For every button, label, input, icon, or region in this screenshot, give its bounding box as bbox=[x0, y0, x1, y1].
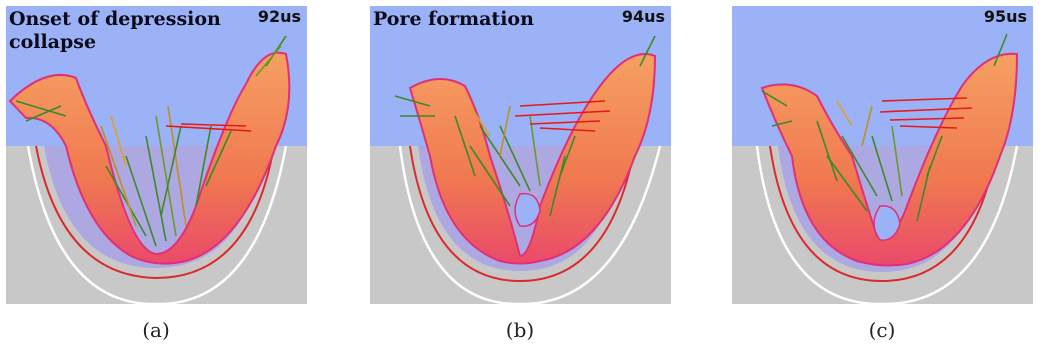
isotherm-outer bbox=[755, 145, 1019, 304]
timestamp-label: 92us bbox=[257, 7, 301, 26]
melt-pool-boundary bbox=[769, 145, 998, 283]
flow-vectors bbox=[761, 33, 1008, 222]
simulation-frame-c bbox=[732, 6, 1033, 304]
melt-pool-boundary bbox=[35, 145, 275, 280]
melt-pool-boundary bbox=[409, 145, 636, 283]
flow-vectors bbox=[394, 35, 656, 217]
panel-c: 95us bbox=[732, 6, 1033, 304]
frame-title: Onset of depression collapse bbox=[9, 8, 221, 53]
pore bbox=[873, 205, 901, 241]
caption-b: (b) bbox=[505, 318, 535, 342]
frame-title: Pore formation bbox=[373, 8, 534, 30]
panel-a: Onset of depression collapse 92us bbox=[6, 6, 307, 304]
timestamp-label: 94us bbox=[621, 7, 665, 26]
isotherm-outer bbox=[398, 145, 662, 304]
caption-c: (c) bbox=[868, 318, 896, 342]
melt-pool-liquid bbox=[8, 51, 291, 265]
melt-pool-liquid bbox=[408, 53, 657, 265]
simulation-frame-a bbox=[6, 6, 307, 304]
simulation-frame-b bbox=[370, 6, 671, 304]
isotherm-outer bbox=[26, 145, 288, 304]
pore bbox=[514, 192, 541, 227]
timestamp-label: 95us bbox=[983, 7, 1027, 26]
flow-vectors bbox=[15, 35, 287, 247]
panel-b: Pore formation 94us bbox=[370, 6, 671, 304]
caption-a: (a) bbox=[142, 318, 170, 342]
melt-pool-liquid bbox=[760, 52, 1019, 267]
